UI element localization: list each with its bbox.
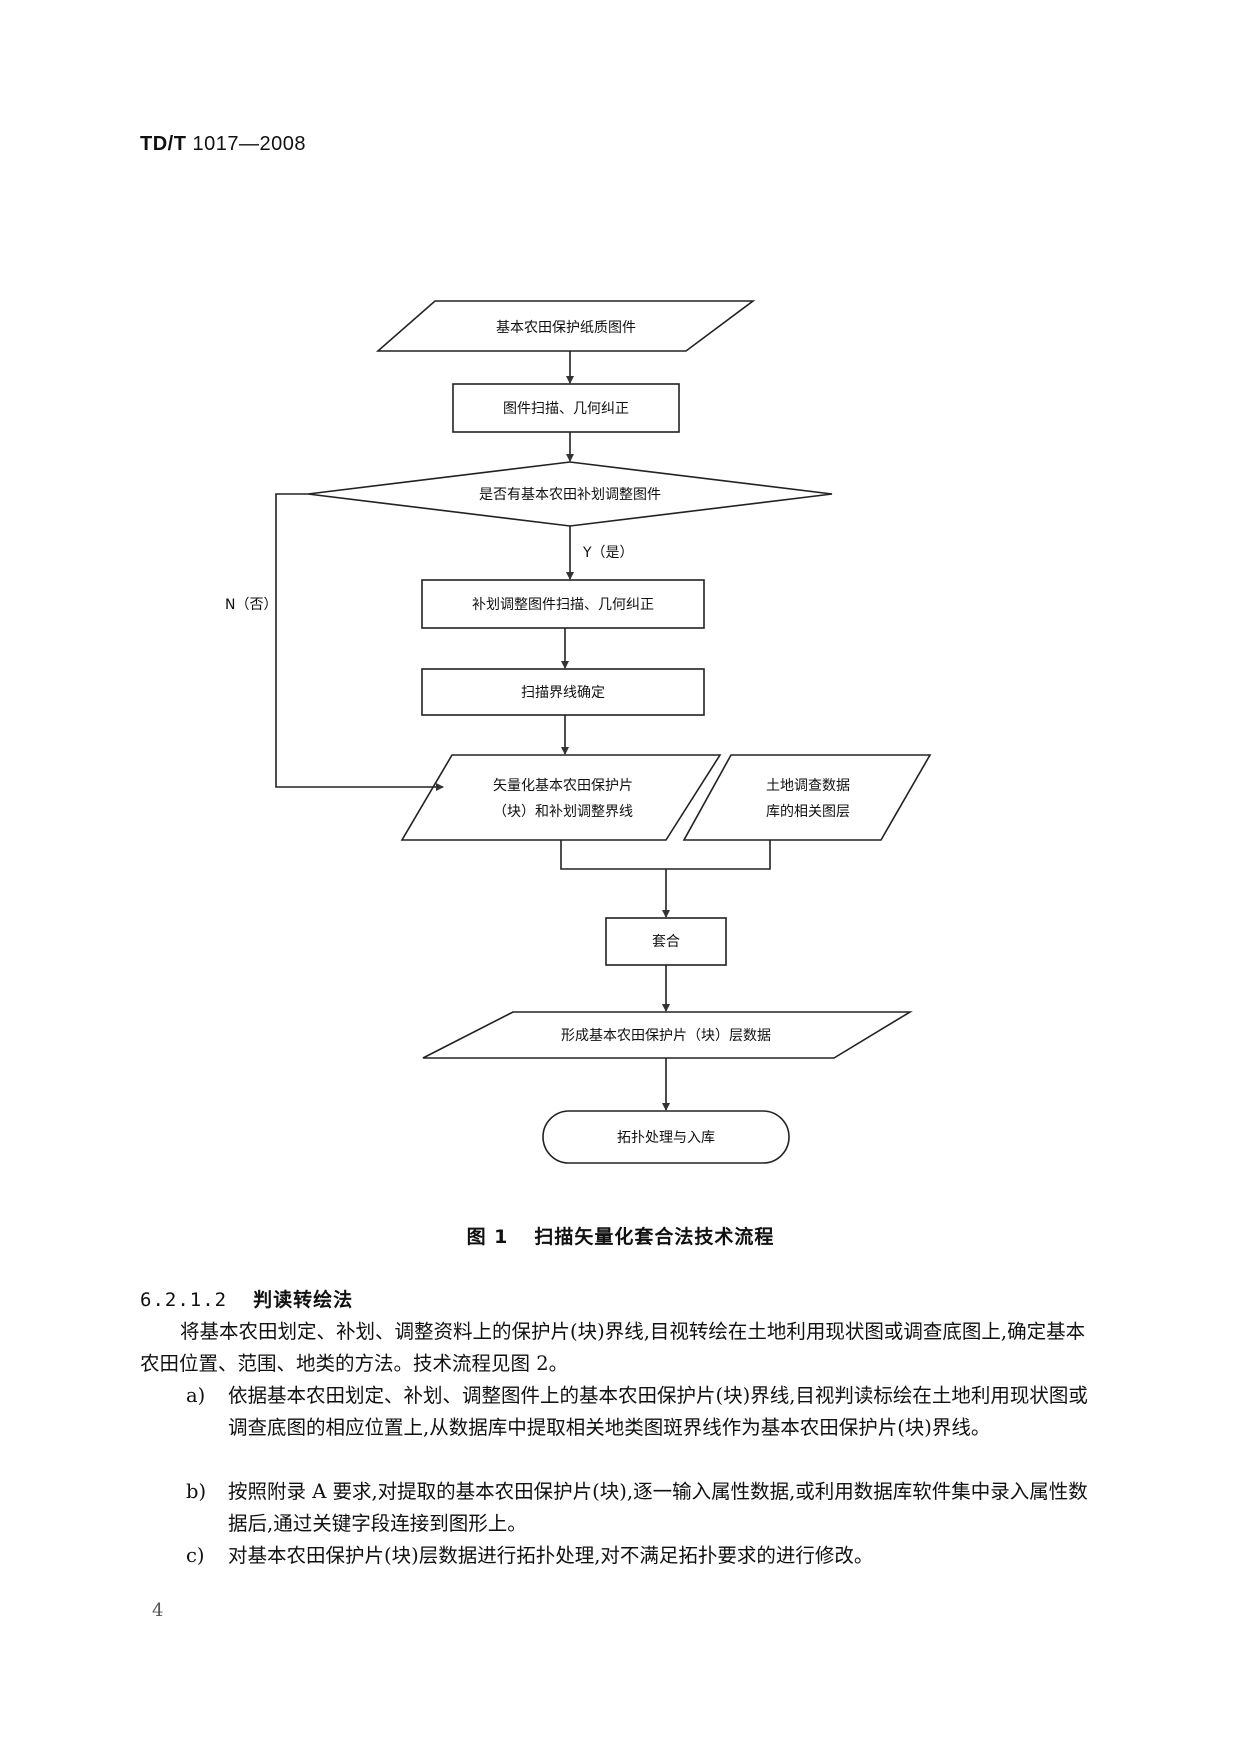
topology-text: 拓扑处理与入库 [617,1130,715,1146]
adjust-scan-text: 补划调整图件扫描、几何纠正 [472,597,654,613]
section-title: 判读转绘法 [253,1289,354,1311]
landdb-text-2: 库的相关图层 [766,804,850,820]
scan-correct-text: 图件扫描、几何纠正 [503,401,629,417]
list-item-text: 依据基本农田划定、补划、调整图件上的基本农田保护片(块)界线,目视判读标绘在土地… [228,1384,1088,1439]
boundary-confirm-shape [421,668,705,716]
section-number: 6.2.1.2 [140,1289,228,1311]
merge-line [560,840,771,870]
decision-shape [307,461,833,527]
list-item: b) 按照附录 A 要求,对提取的基本农田保护片(块),逐一输入属性数据,或利用… [186,1476,1100,1540]
decision-text: 是否有基本农田补划调整图件 [479,486,661,503]
figure-label: 图 1 [466,1226,509,1248]
section-heading: 6.2.1.2 判读转绘法 [140,1285,353,1312]
list-item: a) 依据基本农田划定、补划、调整图件上的基本农田保护片(块)界线,目视判读标绘… [186,1380,1100,1444]
vectorize-text-2: （块）和补划调整界线 [493,804,633,820]
input-paper-shape [375,300,756,352]
vectorize-shape [400,754,722,841]
overlay-text: 套合 [652,934,680,950]
form-layer-shape [422,1011,913,1059]
boundary-confirm-text: 扫描界线确定 [521,685,605,701]
list-item-text: 按照附录 A 要求,对提取的基本农田保护片(块),逐一输入属性数据,或利用数据库… [228,1480,1088,1535]
figure-title: 扫描矢量化套合法技术流程 [534,1226,775,1248]
list-item-mark: a) [186,1384,206,1407]
form-layer-text: 形成基本农田保护片（块）层数据 [561,1027,771,1044]
figure-caption: 图 1 扫描矢量化套合法技术流程 [0,1222,1241,1249]
list-item-mark: c) [186,1544,205,1567]
adjust-scan-shape [421,579,705,629]
list-item: c) 对基本农田保护片(块)层数据进行拓扑处理,对不满足拓扑要求的进行修改。 [186,1540,1100,1572]
scan-correct-shape [452,383,680,433]
vectorize-text-1: 矢量化基本农田保护片 [493,777,633,794]
list-item-text: 对基本农田保护片(块)层数据进行拓扑处理,对不满足拓扑要求的进行修改。 [228,1544,874,1567]
arrow-no [275,493,444,791]
topology-shape [542,1110,790,1164]
standard-header: TD/T 1017—2008 [140,133,306,156]
landdb-shape [682,754,932,841]
input-paper-text: 基本农田保护纸质图件 [496,319,636,336]
section-intro: 将基本农田划定、补划、调整资料上的保护片(块)界线,目视转绘在土地利用现状图或调… [140,1320,1086,1375]
page-number: 4 [152,1600,164,1621]
landdb-text-1: 土地调查数据 [766,778,850,794]
standard-code: TD/T [140,133,187,155]
list-item-mark: b) [186,1480,207,1503]
yes-label: Y（是） [582,545,634,561]
no-label: N（否） [225,597,277,613]
standard-number: 1017—2008 [192,133,306,155]
